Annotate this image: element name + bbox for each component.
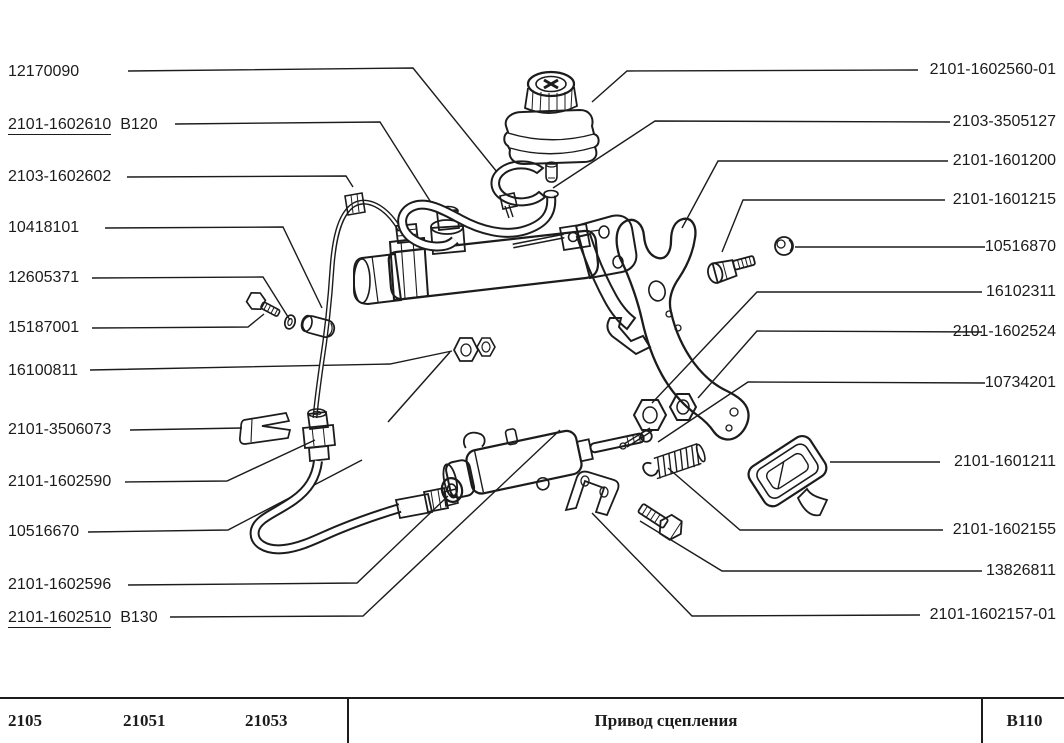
pedal-bolt	[707, 255, 756, 284]
slave-cylinder	[442, 428, 653, 499]
pedal-pad	[747, 434, 829, 517]
steel-pipe	[312, 192, 403, 419]
reservoir-clamp	[490, 160, 547, 219]
part-label-right-3: 2101-1601200	[952, 152, 1056, 169]
model-code: 21051	[123, 711, 166, 730]
part-label-right-4: 2101-1601215	[952, 191, 1056, 208]
sheet-code-cell: В110	[981, 699, 1064, 743]
part-label-left-5: 12605371	[8, 269, 80, 286]
part-label-left-7: 16100811	[8, 362, 78, 379]
model-codes-cell: 2105 21051 21053	[0, 699, 345, 743]
part-label-right-8: 10734201	[984, 374, 1056, 391]
model-code: 2105	[8, 711, 42, 730]
small-washer	[283, 314, 297, 330]
part-label-right-10: 2101-1602155	[952, 521, 1056, 538]
part-label-right-7: 2101-1602524	[952, 323, 1056, 340]
part-label-left-10: 10516670	[8, 523, 80, 540]
part-label-right-12: 2101-1602157-01	[929, 606, 1056, 623]
section-title: Привод сцепления	[594, 711, 738, 730]
part-label-right-1: 2101-1602560-01	[929, 61, 1056, 78]
bleed-bolt	[245, 291, 281, 317]
part-label-left-8: 2101-3506073	[8, 421, 112, 438]
retaining-clip	[239, 412, 292, 445]
return-spring	[642, 442, 706, 480]
fluid-reservoir	[503, 70, 600, 183]
part-label-right-2: 2103-3505127	[952, 113, 1056, 130]
part-label-left-9: 2101-1602590	[8, 473, 112, 490]
model-code: 21053	[245, 711, 288, 730]
sheet-code: В110	[1006, 711, 1043, 730]
part-label-right-6: 16102311	[986, 283, 1056, 300]
leader-lines	[87, 67, 986, 618]
bracket	[564, 470, 620, 517]
part-label-left-1: 12170090	[8, 63, 80, 80]
flexible-hose	[249, 460, 459, 555]
section-title-cell: Привод сцепления	[347, 699, 983, 743]
part-label-left-6: 15187001	[8, 319, 80, 336]
reservoir-hose	[397, 189, 559, 252]
part-label-right-5: 10516870	[984, 238, 1056, 255]
footer-table: 2105 21051 21053 Привод сцепления В110	[0, 697, 1064, 743]
release-fork	[615, 217, 750, 441]
mounting-bolt	[637, 503, 683, 541]
part-label-right-9: 2101-1601211	[953, 453, 1056, 470]
part-label-left-3: 2103-1602602	[8, 168, 112, 185]
fork-nuts	[619, 393, 698, 450]
part-label-right-11: 13826811	[986, 562, 1056, 579]
part-label-left-11: 2101-1602596	[8, 576, 112, 593]
pedal-pushrod	[387, 337, 496, 423]
rubber-boot	[300, 314, 336, 339]
hose-union-fitting	[302, 408, 336, 462]
pedal-arm	[575, 232, 652, 356]
lock-washer	[774, 236, 794, 256]
part-label-left-4: 10418101	[8, 219, 80, 236]
